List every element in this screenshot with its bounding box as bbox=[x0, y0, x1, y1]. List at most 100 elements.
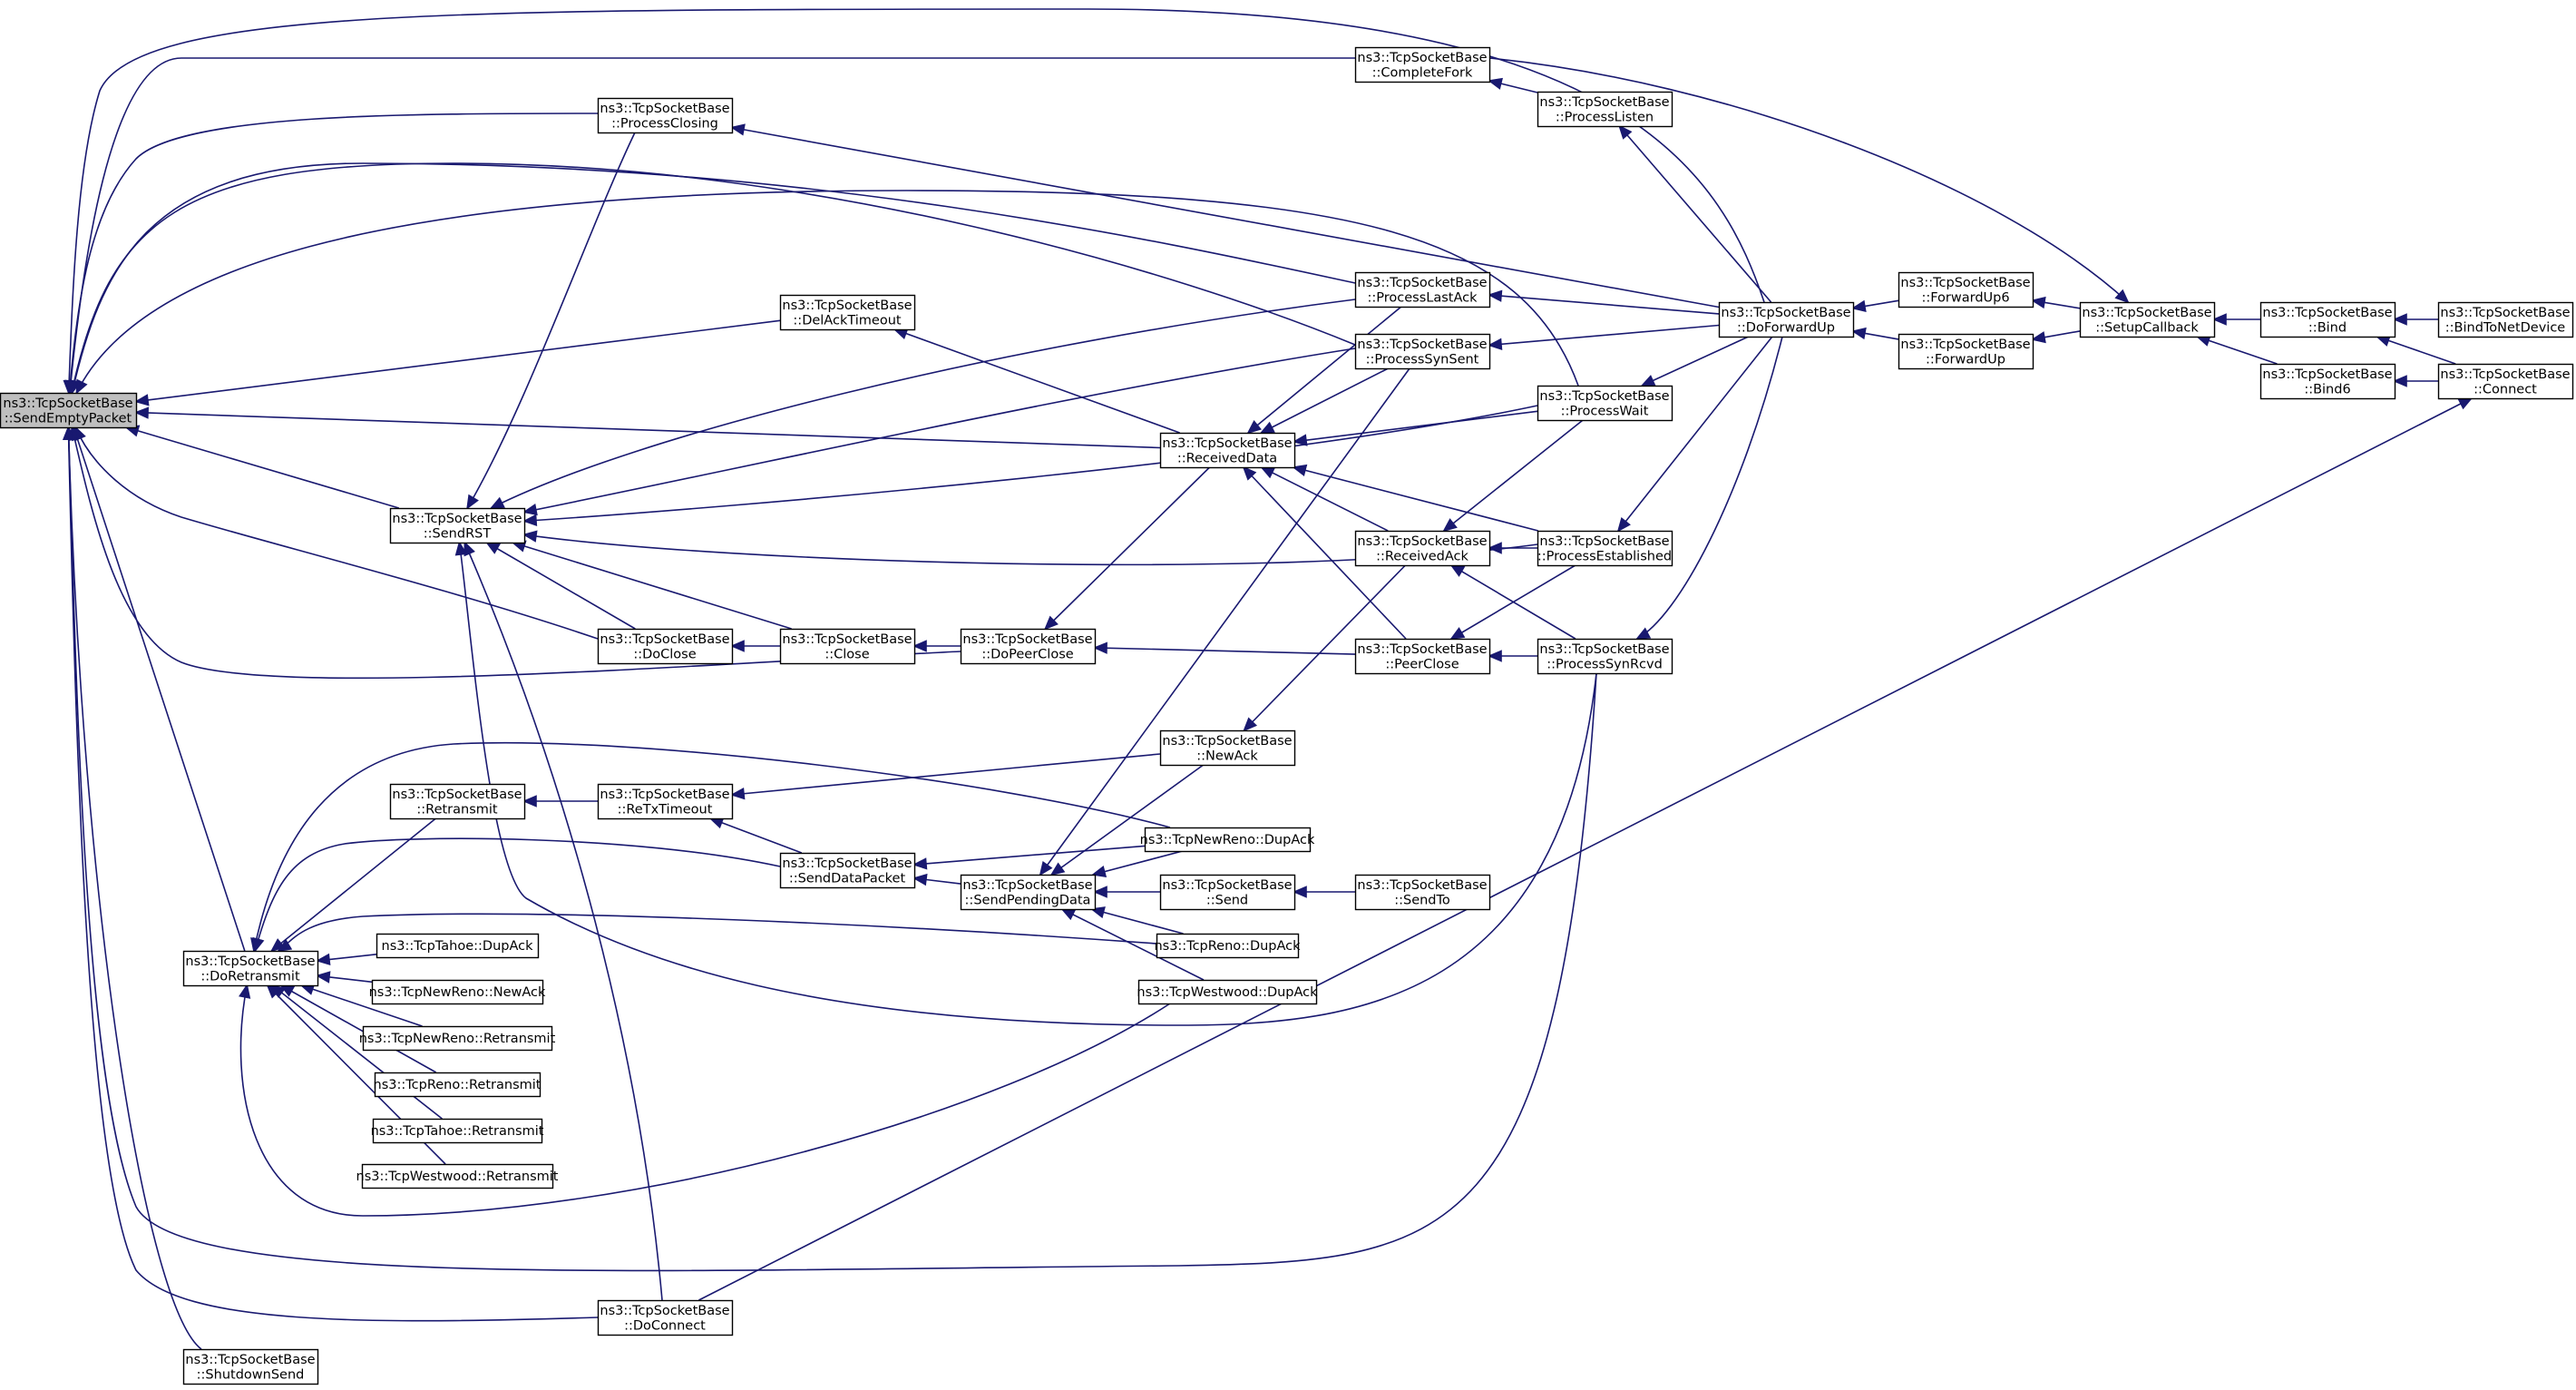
edge-line bbox=[125, 426, 400, 509]
node-processlastack[interactable]: ns3::TcpSocketBase::ProcessLastAck bbox=[1354, 271, 1491, 308]
node-box bbox=[389, 507, 526, 544]
edge-receiveddata-to-delacktimeout bbox=[893, 328, 1180, 434]
node-dopeerclose[interactable]: ns3::TcpSocketBase::DoPeerClose bbox=[960, 628, 1097, 665]
node-peerclose[interactable]: ns3::TcpSocketBase::PeerClose bbox=[1354, 638, 1491, 675]
node-label: ::ReTxTimeout bbox=[618, 802, 713, 817]
arrowhead bbox=[729, 640, 745, 652]
node-processsynsent[interactable]: ns3::TcpSocketBase::ProcessSynSent bbox=[1354, 333, 1491, 370]
edge-line bbox=[463, 542, 663, 1301]
arrowhead bbox=[1618, 124, 1633, 140]
node-label: ns3::TcpSocketBase bbox=[1900, 338, 2030, 352]
arrowhead bbox=[63, 425, 75, 441]
node-renodupack[interactable]: ns3::TcpReno::DupAck bbox=[1154, 933, 1301, 959]
node-newrenoretransmit[interactable]: ns3::TcpNewReno::Retransmit bbox=[359, 1025, 556, 1052]
node-box bbox=[372, 1118, 543, 1144]
edge-line bbox=[1244, 564, 1406, 731]
node-receivedack[interactable]: ns3::TcpSocketBase::ReceivedAck bbox=[1354, 530, 1491, 567]
node-retxtimeout[interactable]: ns3::TcpSocketBase::ReTxTimeout bbox=[597, 783, 734, 820]
node-processwait[interactable]: ns3::TcpSocketBase::ProcessWait bbox=[1537, 385, 1673, 422]
arrowhead bbox=[1487, 542, 1502, 554]
node-westwoodretransmit[interactable]: ns3::TcpWestwood::Retransmit bbox=[356, 1163, 559, 1189]
node-processlisten[interactable]: ns3::TcpSocketBase::ProcessListen bbox=[1537, 91, 1673, 128]
edge-line bbox=[278, 913, 1157, 952]
node-retransmit[interactable]: ns3::TcpSocketBase::Retransmit bbox=[389, 783, 526, 820]
node-sendemptypacket[interactable]: ns3::TcpSocketBase::SendEmptyPacket bbox=[0, 392, 138, 429]
edge-processsynsent-to-receiveddata bbox=[1259, 367, 1389, 434]
edge-line bbox=[731, 753, 1161, 796]
edge-line bbox=[523, 348, 1356, 514]
node-label: ::Bind6 bbox=[2304, 382, 2350, 396]
node-doconnect[interactable]: ns3::TcpSocketBase::DoConnect bbox=[597, 1299, 734, 1336]
node-forwardup[interactable]: ns3::TcpSocketBase::ForwardUp bbox=[1898, 333, 2034, 370]
arrowhead bbox=[1488, 77, 1503, 90]
arrowhead bbox=[1640, 375, 1656, 387]
arrowhead bbox=[454, 540, 468, 556]
node-sendrst[interactable]: ns3::TcpSocketBase::SendRST bbox=[389, 507, 526, 544]
node-sendpendingdata[interactable]: ns3::TcpSocketBase::SendPendingData bbox=[960, 874, 1097, 911]
node-label: ns3::TcpSocketBase bbox=[2082, 306, 2211, 320]
node-tahoedupack[interactable]: ns3::TcpTahoe::DupAck bbox=[376, 933, 540, 959]
edge-line bbox=[280, 984, 437, 1073]
node-bindtonetdevice[interactable]: ns3::TcpSocketBase::BindToNetDevice bbox=[2437, 301, 2574, 338]
node-label: ns3::TcpWestwood::DupAck bbox=[1137, 985, 1318, 1000]
edge-line bbox=[135, 319, 781, 403]
node-label: ns3::TcpSocketBase bbox=[1162, 734, 1292, 749]
node-processsynrcvd[interactable]: ns3::TcpSocketBase::ProcessSynRcvd bbox=[1537, 638, 1673, 675]
edge-line bbox=[523, 405, 1538, 523]
node-label: ns3::TcpSocketBase bbox=[2262, 306, 2392, 320]
edge-delacktimeout-to-sendemptypacket bbox=[133, 319, 781, 406]
edge-doretransmit-to-sendemptypacket bbox=[72, 426, 246, 952]
node-label: ::Send bbox=[1206, 893, 1248, 907]
edge-processclosing-to-sendemptypacket bbox=[63, 113, 599, 396]
edge-line bbox=[301, 984, 423, 1027]
node-label: ::NewAck bbox=[1196, 749, 1258, 763]
node-newack[interactable]: ns3::TcpSocketBase::NewAck bbox=[1159, 729, 1296, 767]
edge-newrenodupack-to-doretransmit bbox=[250, 741, 1171, 954]
arrowhead bbox=[1449, 563, 1466, 577]
node-westwooddupack[interactable]: ns3::TcpWestwood::DupAck bbox=[1137, 979, 1318, 1005]
arrowhead bbox=[2457, 397, 2474, 410]
node-newrenonewack[interactable]: ns3::TcpNewReno::NewAck bbox=[369, 979, 546, 1005]
node-doretransmit[interactable]: ns3::TcpSocketBase::DoRetransmit bbox=[182, 950, 319, 987]
arrowhead bbox=[1850, 299, 1867, 313]
node-box bbox=[389, 783, 526, 820]
edge-line bbox=[1261, 466, 1389, 532]
node-completefork[interactable]: ns3::TcpSocketBase::CompleteFork bbox=[1354, 46, 1491, 83]
arrowhead bbox=[912, 857, 928, 870]
edge-westwooddupack-to-doretransmit bbox=[239, 983, 1171, 1217]
node-processestablished[interactable]: ns3::TcpSocketBase::ProcessEstablished bbox=[1537, 530, 1673, 567]
node-delacktimeout[interactable]: ns3::TcpSocketBase::DelAckTimeout bbox=[779, 294, 916, 331]
edge-close-to-doclose bbox=[729, 640, 780, 652]
node-label: ns3::TcpSocketBase bbox=[1357, 878, 1487, 893]
node-box bbox=[376, 933, 540, 959]
node-label: ns3::TcpSocketBase bbox=[1539, 389, 1669, 404]
edge-line bbox=[1092, 850, 1183, 876]
edge-setupcallback-to-forwardup bbox=[2030, 330, 2081, 344]
node-newrenodupack[interactable]: ns3::TcpNewReno::DupAck bbox=[1140, 827, 1315, 853]
node-forwardup6[interactable]: ns3::TcpSocketBase::ForwardUp6 bbox=[1898, 271, 2034, 308]
arrowhead bbox=[522, 514, 538, 527]
node-receiveddata[interactable]: ns3::TcpSocketBase::ReceivedData bbox=[1159, 432, 1296, 469]
node-label: ns3::TcpSocketBase bbox=[2440, 306, 2570, 320]
edge-line bbox=[68, 113, 599, 394]
node-tahoeretransmit[interactable]: ns3::TcpTahoe::Retransmit bbox=[371, 1118, 544, 1144]
node-send[interactable]: ns3::TcpSocketBase::Send bbox=[1159, 874, 1296, 911]
node-box bbox=[1354, 530, 1491, 567]
arrowhead bbox=[2392, 375, 2407, 387]
node-label: ns3::TcpSocketBase bbox=[1162, 436, 1292, 451]
node-connect[interactable]: ns3::TcpSocketBase::Connect bbox=[2437, 363, 2574, 400]
node-bind6[interactable]: ns3::TcpSocketBase::Bind6 bbox=[2259, 363, 2396, 400]
node-doforwardup[interactable]: ns3::TcpSocketBase::DoForwardUp bbox=[1718, 301, 1855, 338]
node-processclosing[interactable]: ns3::TcpSocketBase::ProcessClosing bbox=[597, 97, 734, 134]
arrowhead bbox=[1616, 517, 1631, 533]
node-renoretransmit[interactable]: ns3::TcpReno::Retransmit bbox=[374, 1072, 542, 1098]
node-bind[interactable]: ns3::TcpSocketBase::Bind bbox=[2259, 301, 2396, 338]
arrowhead bbox=[266, 984, 281, 999]
node-shutdownsend[interactable]: ns3::TcpSocketBase::ShutdownSend bbox=[182, 1348, 319, 1385]
node-close[interactable]: ns3::TcpSocketBase::Close bbox=[779, 628, 916, 665]
edge-senddatapacket-to-retxtimeout bbox=[708, 817, 803, 854]
node-senddatapacket[interactable]: ns3::TcpSocketBase::SendDataPacket bbox=[779, 852, 916, 889]
node-setupcallback[interactable]: ns3::TcpSocketBase::SetupCallback bbox=[2079, 301, 2216, 338]
node-sendto[interactable]: ns3::TcpSocketBase::SendTo bbox=[1354, 874, 1491, 911]
node-doclose[interactable]: ns3::TcpSocketBase::DoClose bbox=[597, 628, 734, 665]
